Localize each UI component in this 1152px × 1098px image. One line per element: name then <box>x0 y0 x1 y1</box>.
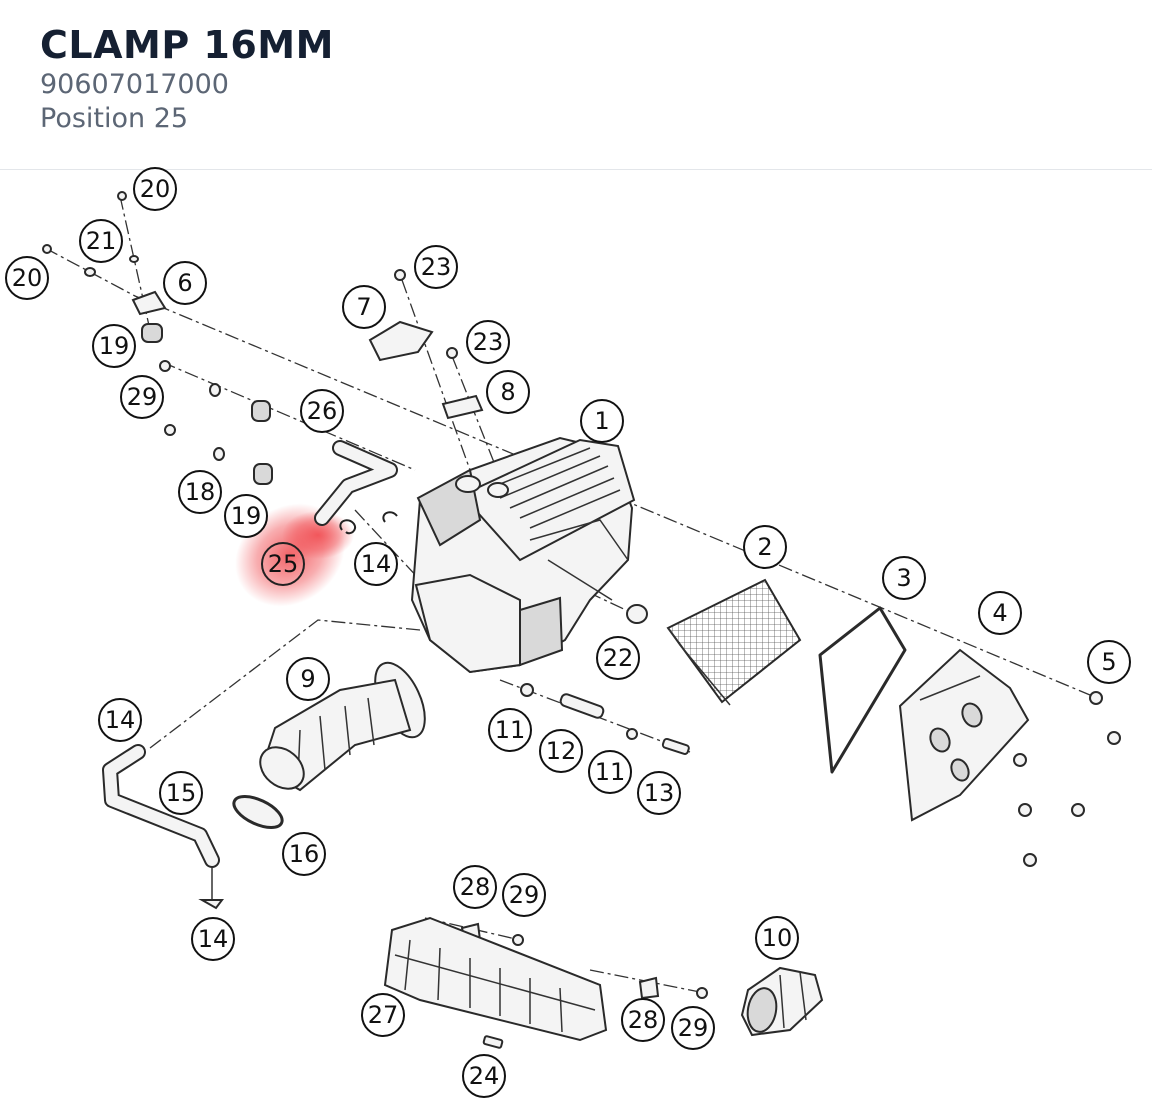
svg-text:29: 29 <box>678 1014 709 1042</box>
svg-text:9: 9 <box>300 665 315 693</box>
callout-9[interactable]: 9 <box>286 657 330 701</box>
svg-text:16: 16 <box>289 840 320 868</box>
callout-4[interactable]: 4 <box>978 591 1022 635</box>
part-position: Position 25 <box>40 103 189 134</box>
part-header: CLAMP 16MM 90607017000 Position 25 <box>40 22 1120 136</box>
svg-text:15: 15 <box>166 779 197 807</box>
callout-28-b[interactable]: 28 <box>621 998 665 1042</box>
callout-14-c[interactable]: 14 <box>191 917 235 961</box>
callout-20-b[interactable]: 20 <box>5 256 49 300</box>
callout-13[interactable]: 13 <box>637 771 681 815</box>
svg-text:6: 6 <box>177 269 192 297</box>
svg-text:18: 18 <box>185 478 216 506</box>
fasteners <box>42 191 1121 1049</box>
callout-14-a[interactable]: 14 <box>354 542 398 586</box>
header-divider <box>0 169 1152 170</box>
svg-text:27: 27 <box>368 1001 399 1029</box>
callout-29-a[interactable]: 29 <box>120 375 164 419</box>
callout-2[interactable]: 2 <box>743 525 787 569</box>
part-name: CLAMP 16MM <box>40 23 334 67</box>
hose-15 <box>102 744 224 910</box>
callout-23-a[interactable]: 23 <box>414 245 458 289</box>
callout-19-a[interactable]: 19 <box>92 324 136 368</box>
svg-text:22: 22 <box>603 644 634 672</box>
callout-19-b[interactable]: 19 <box>224 494 268 538</box>
svg-text:11: 11 <box>595 758 626 786</box>
rubber-boot <box>740 966 824 1037</box>
filter-element <box>666 578 802 706</box>
svg-text:11: 11 <box>495 716 526 744</box>
svg-text:20: 20 <box>12 264 43 292</box>
intake-boot <box>259 661 426 792</box>
callout-1[interactable]: 1 <box>580 399 624 443</box>
svg-text:5: 5 <box>1101 648 1116 676</box>
callout-25-highlighted[interactable]: 25 <box>261 542 305 586</box>
callout-11-b[interactable]: 11 <box>588 750 632 794</box>
svg-text:24: 24 <box>469 1062 500 1090</box>
callout-20-a[interactable]: 20 <box>133 167 177 211</box>
callout-12[interactable]: 12 <box>539 729 583 773</box>
svg-text:14: 14 <box>361 550 392 578</box>
svg-text:28: 28 <box>460 873 491 901</box>
callout-23-b[interactable]: 23 <box>466 320 510 364</box>
callout-15[interactable]: 15 <box>159 771 203 815</box>
callout-26[interactable]: 26 <box>300 389 344 433</box>
svg-text:3: 3 <box>896 564 911 592</box>
svg-text:12: 12 <box>546 737 577 765</box>
callout-22[interactable]: 22 <box>596 636 640 680</box>
svg-text:7: 7 <box>356 293 371 321</box>
part-number: 90607017000 <box>40 69 229 100</box>
svg-text:19: 19 <box>99 332 130 360</box>
callout-7[interactable]: 7 <box>342 285 386 329</box>
callout-27[interactable]: 27 <box>361 993 405 1037</box>
gasket <box>818 606 907 774</box>
callout-10[interactable]: 10 <box>755 916 799 960</box>
callout-11-a[interactable]: 11 <box>488 708 532 752</box>
intake-duct <box>383 916 608 1042</box>
svg-text:28: 28 <box>628 1006 659 1034</box>
callout-5[interactable]: 5 <box>1087 640 1131 684</box>
airbox-cover <box>898 648 1030 822</box>
svg-text:13: 13 <box>644 779 675 807</box>
svg-text:19: 19 <box>231 502 262 530</box>
svg-text:14: 14 <box>105 706 136 734</box>
clamp-16-part <box>232 795 284 829</box>
callout-3[interactable]: 3 <box>882 556 926 600</box>
callout-14-b[interactable]: 14 <box>98 698 142 742</box>
svg-text:8: 8 <box>500 378 515 406</box>
callout-8[interactable]: 8 <box>486 370 530 414</box>
svg-text:21: 21 <box>86 227 117 255</box>
clamp-25-part <box>339 511 398 535</box>
callout-28-a[interactable]: 28 <box>453 865 497 909</box>
svg-text:29: 29 <box>127 383 158 411</box>
callout-16[interactable]: 16 <box>282 832 326 876</box>
svg-text:14: 14 <box>198 925 229 953</box>
svg-text:20: 20 <box>140 175 171 203</box>
svg-text:25: 25 <box>268 550 299 578</box>
svg-text:23: 23 <box>473 328 504 356</box>
svg-text:1: 1 <box>594 407 609 435</box>
callout-29-b[interactable]: 29 <box>502 873 546 917</box>
callout-29-c[interactable]: 29 <box>671 1006 715 1050</box>
callout-layer: 20 21 20 6 19 29 26 23 7 23 8 1 18 19 25… <box>5 167 1131 1098</box>
callout-24[interactable]: 24 <box>462 1054 506 1098</box>
callout-21[interactable]: 21 <box>79 219 123 263</box>
svg-text:10: 10 <box>762 924 793 952</box>
svg-text:29: 29 <box>509 881 540 909</box>
svg-text:4: 4 <box>992 599 1007 627</box>
callout-18[interactable]: 18 <box>178 470 222 514</box>
hose-26 <box>314 440 398 526</box>
svg-text:26: 26 <box>307 397 338 425</box>
callout-6[interactable]: 6 <box>163 261 207 305</box>
svg-text:23: 23 <box>421 253 452 281</box>
svg-text:2: 2 <box>757 533 772 561</box>
airbox-assembly <box>410 436 636 674</box>
